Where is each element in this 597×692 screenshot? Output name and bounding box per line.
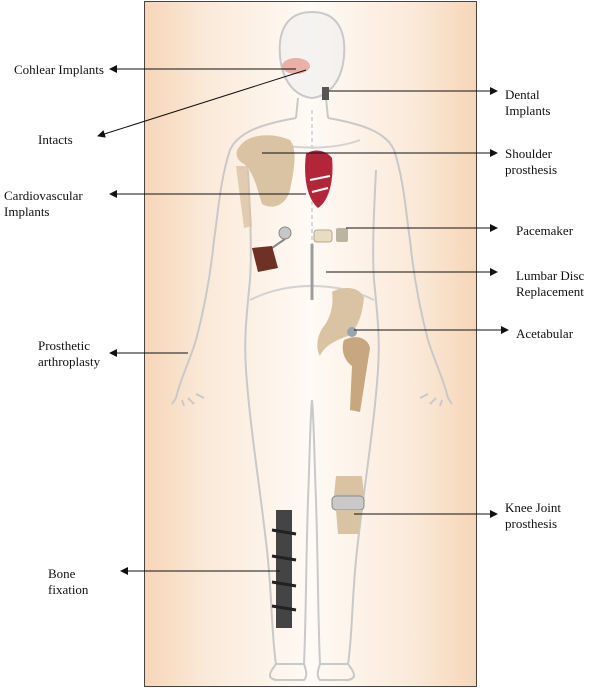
label-prosthetic-arthroplasty: Prosthetic arthroplasty bbox=[38, 338, 101, 369]
dental-implant-icon bbox=[322, 87, 329, 100]
label-lumbar-disc-replacement: Lumbar Disc Replacement bbox=[516, 268, 585, 299]
label-knee-joint-prosthesis: Knee Joint prosthesis bbox=[505, 500, 561, 531]
brain-stimulator-device-icon bbox=[252, 226, 292, 272]
pointer-lines bbox=[97, 65, 509, 575]
label-dental-implants: Dental Implants bbox=[505, 87, 551, 118]
label-cochlear-implants: Cohlear Implants bbox=[14, 62, 104, 77]
pointer-intacts bbox=[97, 69, 307, 138]
label-cardiovascular-implants: Cardiovascular Implants bbox=[4, 188, 83, 219]
label-shoulder-prosthesis: Shoulder prosthesis bbox=[505, 146, 557, 177]
label-pacemaker: Pacemaker bbox=[516, 223, 574, 238]
label-acetabular: Acetabular bbox=[516, 326, 574, 341]
label-intacts: Intacts bbox=[38, 132, 73, 147]
human-body-outline-icon bbox=[171, 11, 453, 681]
label-bone-fixation: Bone fixation bbox=[48, 566, 89, 597]
heart-implant-icon bbox=[305, 150, 333, 208]
bone-fixation-rod-icon bbox=[271, 510, 297, 628]
knee-prosthesis-icon bbox=[331, 476, 365, 534]
pacemaker-icon bbox=[313, 229, 333, 243]
acetabular-implant-icon bbox=[317, 288, 364, 356]
body-panel bbox=[144, 1, 477, 687]
cochlear-implant-icon bbox=[282, 58, 310, 74]
